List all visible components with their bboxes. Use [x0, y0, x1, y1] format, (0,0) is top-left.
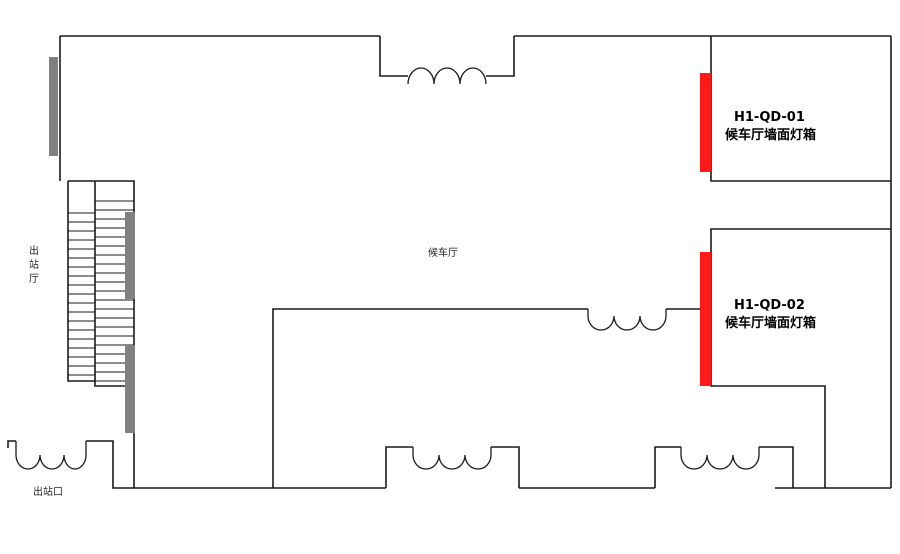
door-bottom-1 — [412, 447, 492, 470]
columns — [49, 57, 135, 433]
column-stair-upper — [125, 212, 135, 299]
doors — [15, 67, 760, 470]
lightboxes — [700, 73, 711, 386]
walls — [7, 35, 892, 489]
labels: H1-QD-01 候车厅墙面灯箱 H1-QD-02 候车厅墙面灯箱 候车厅 出 … — [29, 110, 816, 498]
door-bottom-2 — [680, 447, 760, 470]
exit-gate-label: 出站口 — [33, 485, 63, 498]
room-2-wall — [710, 228, 891, 488]
bottom-door-recess-2 — [654, 446, 794, 488]
door-middle — [587, 309, 667, 331]
bottom-wall-left-stub — [7, 440, 134, 489]
lightbox-h1-qd-02 — [700, 252, 711, 386]
door-top — [407, 67, 487, 85]
column-top-left — [49, 57, 58, 156]
top-door-recess — [379, 36, 515, 77]
exit-hall-label-1: 出 — [29, 244, 39, 257]
lightbox-2-name: 候车厅墙面灯箱 — [725, 315, 816, 331]
lightbox-1-code: H1-QD-01 — [734, 110, 805, 125]
door-exit — [15, 441, 87, 470]
stair-frame — [67, 180, 135, 488]
exit-hall-label-3: 厅 — [29, 274, 39, 285]
exit-hall-label-2: 站 — [29, 258, 39, 271]
waiting-hall-label: 候车厅 — [428, 246, 458, 259]
inner-partition — [272, 308, 711, 488]
lightbox-1-name: 候车厅墙面灯箱 — [725, 127, 816, 143]
bottom-door-recess-1 — [385, 446, 520, 488]
lightbox-2-code: H1-QD-02 — [734, 298, 805, 313]
stair-treads — [68, 200, 134, 382]
column-stair-lower — [125, 345, 135, 433]
lightbox-h1-qd-01 — [700, 73, 711, 172]
room-1-wall — [710, 36, 891, 182]
